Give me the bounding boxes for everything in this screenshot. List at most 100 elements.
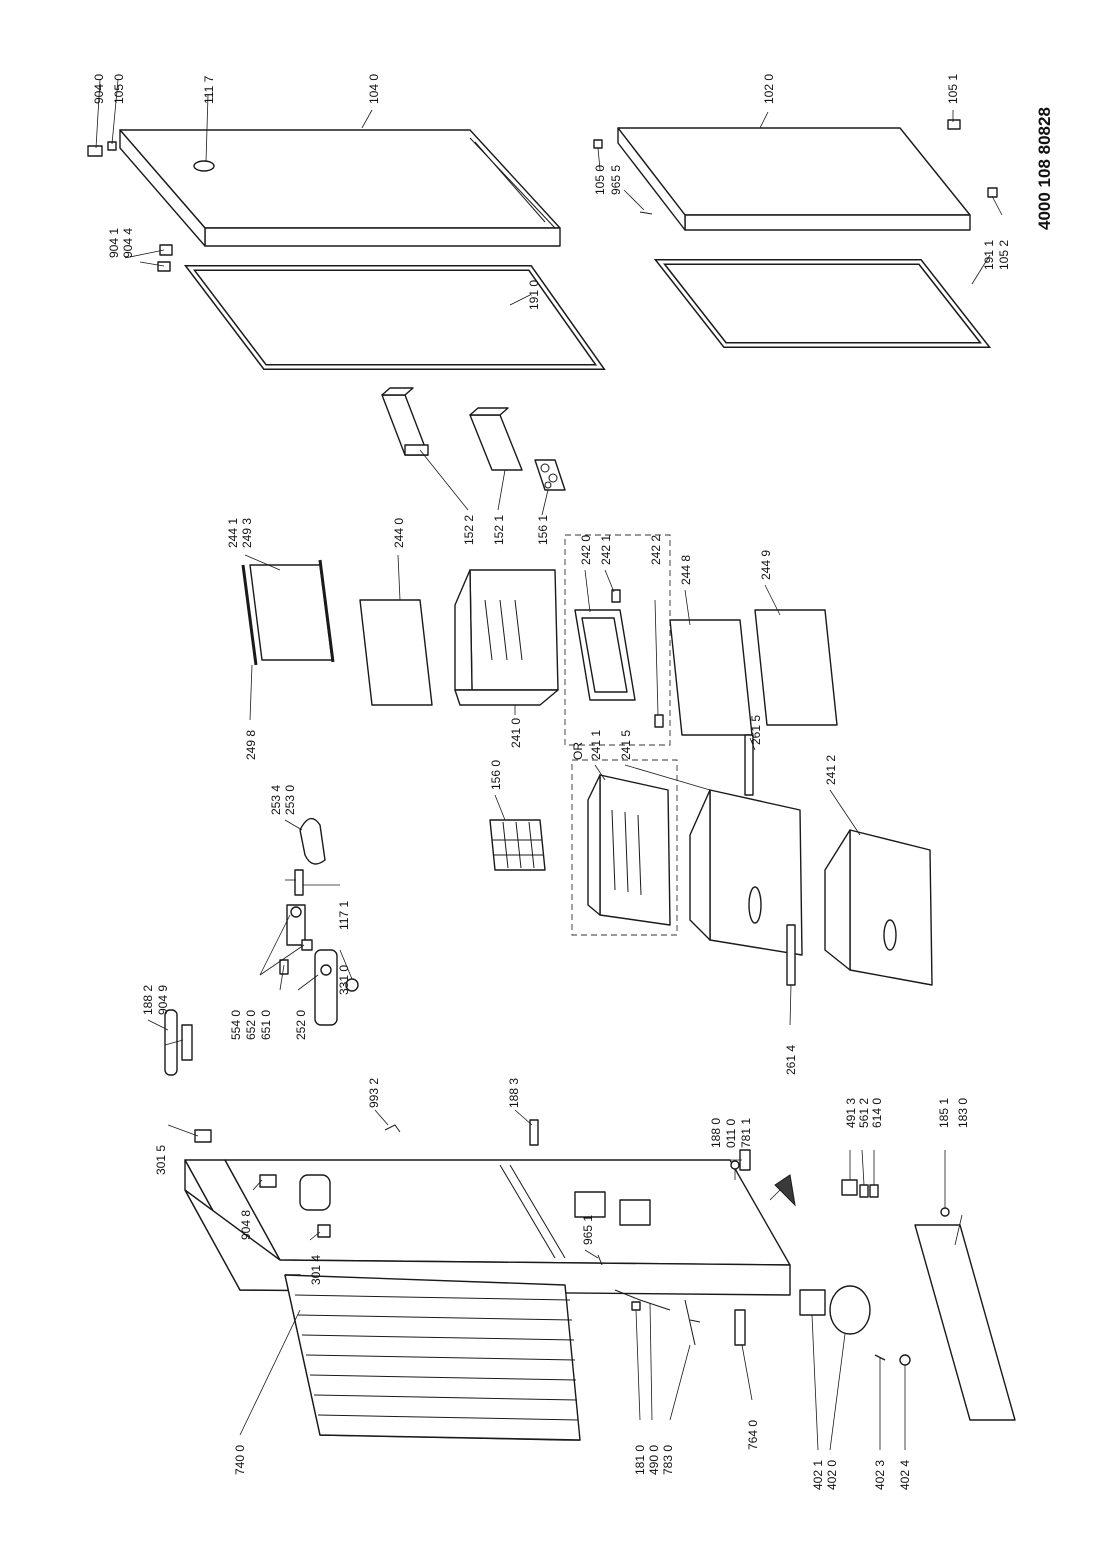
label-9040: 904 0 [92,74,106,104]
lamp-spring-1171 [294,869,304,896]
label-2440: 244 0 [392,518,406,548]
door-balcony-1522 [381,387,429,456]
label-1521: 152 1 [492,515,506,545]
lower-door [617,127,971,231]
label-9049: 904 9 [156,985,170,1015]
pin-4023 [874,1354,886,1361]
label-2415: 241 5 [619,730,633,760]
label-4024: 402 4 [898,1460,912,1490]
leader-lines [95,79,1003,1451]
or-label: OR [571,742,585,760]
control-housing-2520 [314,949,338,1026]
grommet-1851 [940,1207,950,1217]
label-9044: 904 4 [121,228,135,258]
drawing-code: 4000 108 80828 [1035,107,1054,230]
label-1050b: 105 0 [593,165,607,195]
relay-6140 [869,1184,879,1198]
freezer-drawer-2415 [689,789,803,956]
compressor-4020 [829,1285,871,1335]
label-2530: 253 0 [283,785,297,815]
freezer-drawer-2412 [824,829,933,986]
label-1851: 185 1 [937,1098,951,1128]
door-cap-9040 [87,145,103,157]
label-1171: 117 1 [337,901,351,930]
label-2411: 241 1 [589,730,603,760]
label-2534: 253 4 [269,785,283,815]
label-2410: 241 0 [509,718,523,748]
cover-3014 [317,1224,331,1238]
label-4900: 490 0 [647,1445,661,1475]
label-2493: 249 3 [240,518,254,548]
thermostat-5540 [286,904,306,946]
label-1910: 191 0 [527,280,541,310]
label-6510: 651 0 [259,1010,273,1040]
label-4913: 491 3 [844,1098,858,1128]
hinge-cover-3015 [194,1129,212,1143]
label-1883: 188 3 [507,1078,521,1108]
upper-door-gasket [183,265,606,370]
glass-shelf-2441 [249,564,333,661]
label-3015: 301 5 [154,1145,168,1175]
rack-clip-2421 [611,589,621,603]
door-balcony-1521 [469,407,523,471]
screw-9651 [597,1254,603,1266]
drawer-rail-2615 [744,734,754,796]
part-labels: 904 0 105 0 111 7 104 0 904 1 904 4 191 … [92,74,1054,1490]
lower-door-gasket [653,259,992,348]
label-0110: 011 0 [724,1119,738,1148]
hinge-1051 [947,119,961,130]
label-2449: 244 9 [759,550,773,580]
label-2422: 242 2 [649,535,663,565]
drain-channel-1882 [164,1009,178,1076]
label-2448: 244 8 [679,555,693,585]
label-2614: 261 4 [784,1045,798,1075]
hinge-cover-9049 [181,1024,193,1061]
drain-pipe-9932 [384,1124,401,1133]
bracket-1883 [529,1119,539,1146]
label-1020: 102 0 [762,74,776,104]
power-cord-4900 [614,1289,671,1311]
label-1052: 105 2 [997,240,1011,270]
shelf-trim-2498 [241,564,258,666]
label-1051: 105 1 [946,74,960,104]
condenser-7400 [284,1274,581,1441]
label-9048: 904 8 [239,1210,253,1240]
label-1561: 156 1 [536,515,550,545]
egg-tray-1561 [534,459,566,491]
foot-0110 [730,1160,740,1170]
ice-tray-1560 [489,819,546,871]
label-1050a: 105 0 [112,74,126,104]
label-3310: 331 0 [337,965,351,995]
freezer-drawer-2411 [587,774,671,926]
tube-7830 [684,1299,701,1346]
cabinet-body [184,1159,791,1296]
shelf-trim-2493 [318,559,335,663]
label-6140: 614 0 [870,1098,884,1128]
label-9932: 993 2 [367,1078,381,1108]
label-2441: 244 1 [226,518,240,548]
label-5540: 554 0 [229,1010,243,1040]
label-4023: 402 3 [873,1460,887,1490]
bottle-rack-2420 [574,609,636,701]
label-2412: 241 2 [824,755,838,785]
label-1040: 104 0 [367,74,381,104]
cover-4913 [841,1179,858,1196]
hinge-bush-1050b [593,139,603,149]
label-2615: 261 5 [749,715,763,745]
door-stop-9041-9044 [157,244,173,272]
label-2498: 249 8 [244,730,258,760]
label-1880: 188 0 [709,1118,723,1148]
upper-door [119,129,561,247]
label-1830: 183 0 [956,1098,970,1128]
label-9651: 965 1 [581,1215,595,1245]
crisper-drawer-2410 [454,569,559,706]
drawer-rail-2614 [786,924,796,986]
label-4020: 402 0 [825,1460,839,1490]
label-7640: 764 0 [746,1420,760,1450]
dryer-7640 [734,1309,746,1346]
grommet-4024 [899,1354,911,1366]
label-5612: 561 2 [857,1098,871,1128]
glass-shelf-2440 [359,599,433,706]
lamp-holder-6520 [301,939,313,951]
rack-clip-2422 [654,714,664,728]
